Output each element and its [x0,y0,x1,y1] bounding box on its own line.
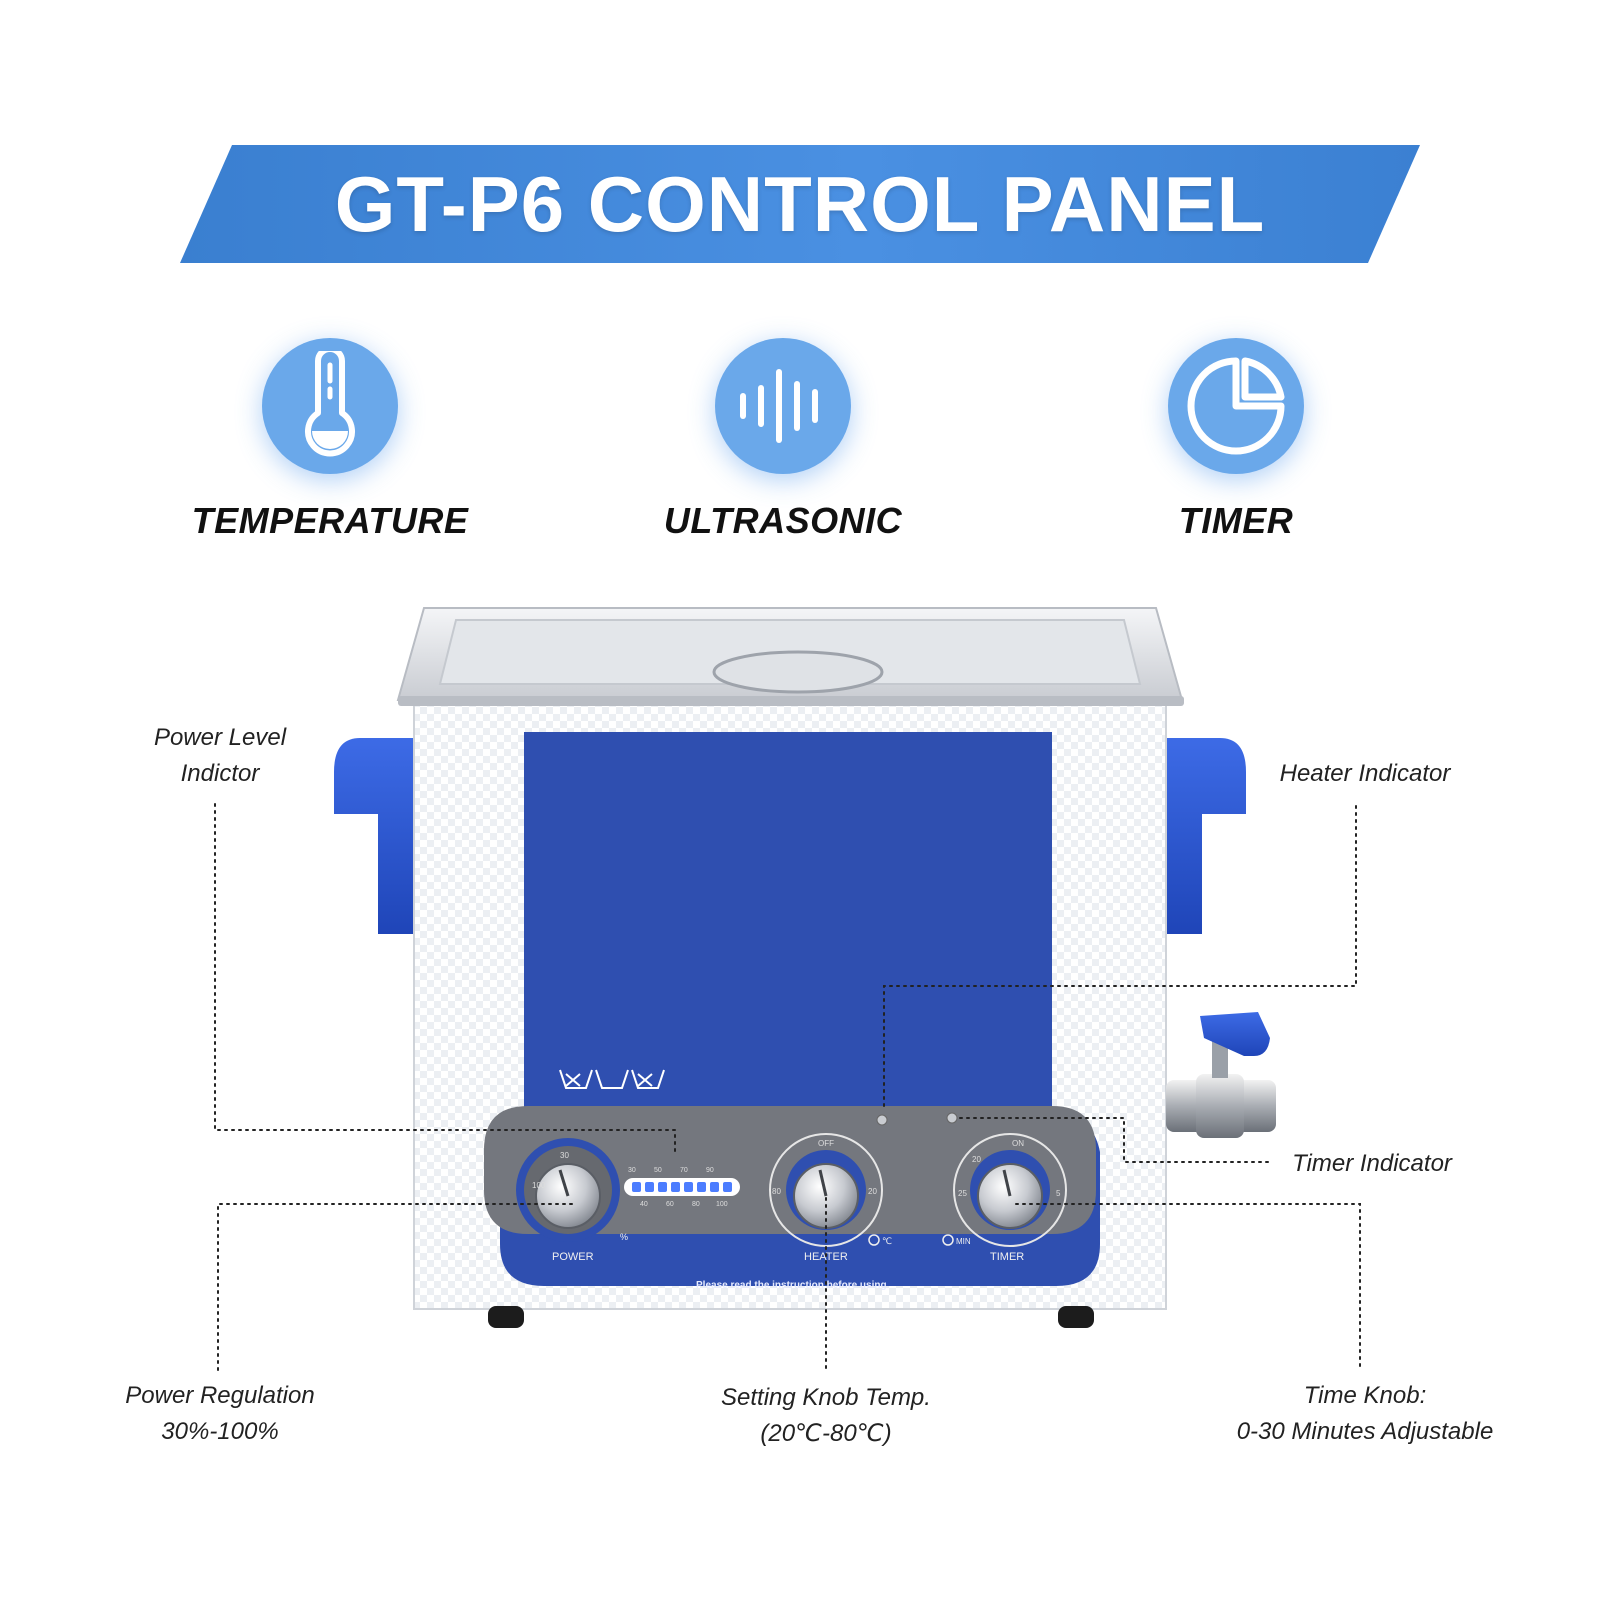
power-mark-100: 100 [532,1181,546,1190]
clock-icon [1168,338,1304,474]
foot-right [1058,1306,1094,1328]
power-led-segment [684,1182,693,1192]
power-led-segment [645,1182,654,1192]
power-scale-bottom-0: 40 [640,1201,648,1208]
power-led-segment [671,1182,680,1192]
callout-setting-knob: Setting Knob Temp. (20℃-80℃) [690,1380,962,1452]
lid-handle [712,650,884,694]
feature-label: TIMER [1178,500,1294,541]
timer-unit: MIN [956,1237,971,1246]
power-scale-top-0: 30 [628,1167,636,1174]
heater-mark-20: 20 [868,1187,877,1196]
callout-line: 0-30 Minutes Adjustable [1236,1418,1494,1445]
timer-mark-20: 20 [972,1155,981,1164]
heater-mark-80: 80 [772,1187,781,1196]
timer-on: ON [1012,1139,1024,1148]
feature-label: TEMPERATURE [191,500,469,541]
power-leds [632,1182,732,1192]
callout-timer-indicator: Timer Indicator [1262,1146,1482,1182]
drain-valve-icon [1166,1012,1276,1138]
power-scale-top-1: 50 [654,1167,662,1174]
callout-line: Timer Indicator [1292,1150,1452,1177]
right-handle [1166,738,1246,934]
wash-symbols-icon [559,1069,665,1089]
feature-timer: TIMER [1076,338,1396,542]
left-handle [334,738,418,934]
foot-left [488,1306,524,1328]
timer-label: TIMER [990,1251,1024,1263]
callout-power-regulation: Power Regulation 30%-100% [90,1378,350,1450]
power-label: POWER [552,1251,594,1263]
power-led-segment [723,1182,732,1192]
feature-ultrasonic: ULTRASONIC [623,338,943,542]
control-strip [484,1106,1096,1234]
power-led-segment [658,1182,667,1192]
power-scale-bottom-1: 60 [666,1201,674,1208]
timer-min-icon [942,1234,954,1246]
callout-line: Power Level [153,724,287,751]
timer-dial-ring [953,1133,1067,1247]
power-level-bar [624,1178,740,1196]
callout-line: Setting Knob Temp. [721,1384,931,1411]
leader-lines [214,803,1361,1371]
callout-line: Heater Indicator [1279,760,1451,787]
callout-line: 30%-100% [161,1418,279,1445]
heater-label: HEATER [804,1251,848,1263]
callout-heater-indicator: Heater Indicator [1230,756,1500,792]
heater-temp-icon [868,1234,880,1246]
timer-mark-25: 25 [958,1189,967,1198]
banner-title: GT-P6 CONTROL PANEL [334,159,1266,248]
timer-mark-5: 5 [1056,1189,1061,1198]
callout-line: Power Regulation [125,1382,315,1409]
timer-indicator-light [946,1112,958,1124]
callout-time-knob: Time Knob: 0-30 Minutes Adjustable [1210,1378,1520,1450]
feature-temperature: TEMPERATURE [170,338,490,542]
power-led-segment [632,1182,641,1192]
power-led-segment [710,1182,719,1192]
power-mark-30: 30 [560,1151,569,1160]
feature-label: ULTRASONIC [663,500,903,541]
power-unit: % [620,1232,628,1242]
title-banner: GT-P6 CONTROL PANEL [180,145,1420,263]
heater-indicator-light [876,1114,888,1126]
callout-line: Time Knob: [1303,1382,1427,1409]
power-scale-top-3: 90 [706,1167,714,1174]
heater-off: OFF [818,1139,834,1148]
power-scale-top-2: 70 [680,1167,688,1174]
valve-lever[interactable] [1200,1012,1270,1056]
instruction-text: Please read the instruction before using [696,1280,887,1291]
callout-line: Indictor [180,760,260,787]
power-scale-bottom-3: 100 [716,1201,728,1208]
power-scale-bottom-2: 80 [692,1201,700,1208]
thermometer-icon [262,338,398,474]
banner-background [180,145,1420,263]
heater-unit: ℃ [882,1236,892,1246]
power-led-segment [697,1182,706,1192]
sound-wave-icon [715,338,851,474]
callout-line: (20℃-80℃) [760,1420,892,1447]
callout-power-level: Power Level Indictor [100,720,340,792]
